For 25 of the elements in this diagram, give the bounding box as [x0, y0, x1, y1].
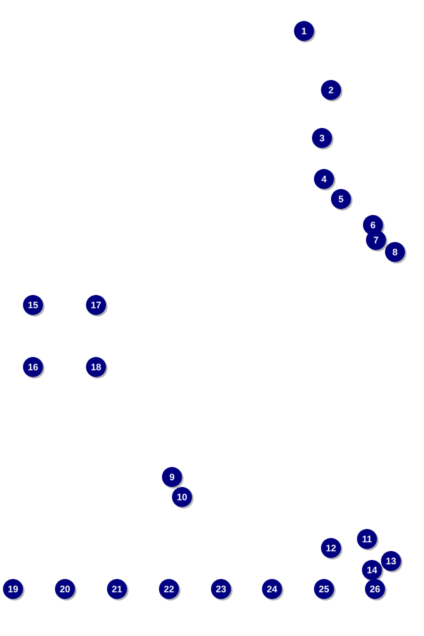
callout-number: 23: [211, 579, 232, 600]
callout-number: 17: [86, 295, 108, 316]
callout-number: 11: [357, 529, 378, 550]
callout-number: 12: [321, 538, 342, 560]
callout-number: 22: [159, 579, 180, 600]
callout-number: 5: [331, 189, 352, 210]
callout-number: 24: [262, 579, 284, 600]
callout-number: 16: [23, 357, 44, 378]
callout-number: 9: [162, 467, 184, 488]
callout-number: 18: [86, 357, 108, 378]
callout-number: 7: [366, 230, 388, 252]
callout-number: 26: [365, 579, 386, 600]
callout-number: 21: [107, 579, 128, 600]
callout-number: 20: [55, 579, 76, 600]
callout-number: 8: [385, 242, 406, 264]
callout-number: 1: [294, 21, 316, 42]
callout-number: 19: [3, 579, 24, 600]
callout-number: 2: [321, 80, 342, 102]
callout-number: 14: [362, 560, 384, 582]
callout-number: 10: [172, 487, 194, 508]
callout-number: 4: [314, 169, 336, 190]
callout-number: 3: [312, 128, 334, 150]
callout-number: 25: [314, 579, 336, 600]
callout-number: 13: [381, 551, 402, 572]
callout-number: 15: [23, 295, 44, 316]
